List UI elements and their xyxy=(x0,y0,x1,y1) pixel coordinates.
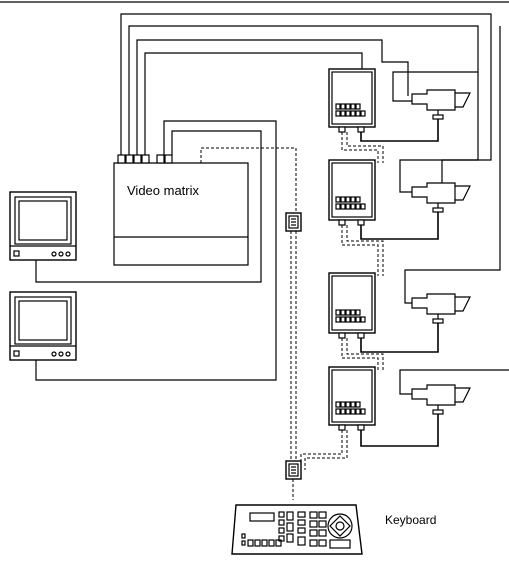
camera-4 xyxy=(411,384,471,415)
camera-3-video-cable xyxy=(136,39,409,155)
monitor-2 xyxy=(9,291,77,361)
video-matrix: Video matrix xyxy=(113,154,249,266)
matrix-to-junction xyxy=(200,147,297,213)
rx1-ctrl xyxy=(360,119,439,142)
monitor-1-cable xyxy=(35,130,262,283)
video-matrix-label: Video matrix xyxy=(127,183,200,198)
camera-4-link xyxy=(399,369,509,395)
rx-chain-3 xyxy=(341,338,379,370)
joystick xyxy=(327,513,353,549)
monitor-1 xyxy=(9,191,77,261)
camera-4-video-cable xyxy=(144,52,363,155)
camera-3 xyxy=(411,293,471,324)
receiver-4 xyxy=(328,366,376,431)
rx3-ctrl xyxy=(360,323,439,353)
junction-box-upper xyxy=(285,212,302,232)
camera-2-link xyxy=(399,72,479,193)
keyboard-label: Keyboard xyxy=(385,513,436,527)
receiver-1 xyxy=(328,68,376,133)
junction-box-lower xyxy=(285,460,302,480)
monitor-2-cable xyxy=(35,120,277,381)
rx2-ctrl xyxy=(360,212,439,240)
camera-3-link xyxy=(404,26,501,304)
keyboard xyxy=(231,504,363,555)
rx-chain-1 xyxy=(341,132,379,163)
camera-1-video-cable xyxy=(120,13,492,190)
rx-chain-2 xyxy=(341,225,379,276)
receiver-2 xyxy=(328,159,376,226)
rx-chain-4 xyxy=(300,430,343,466)
receiver-3 xyxy=(328,272,376,339)
matrix-connectors xyxy=(117,154,173,164)
rx4-ctrl xyxy=(360,414,439,447)
camera-2-video-cable xyxy=(128,25,479,155)
camera-1 xyxy=(411,89,471,120)
camera-2 xyxy=(411,182,471,213)
